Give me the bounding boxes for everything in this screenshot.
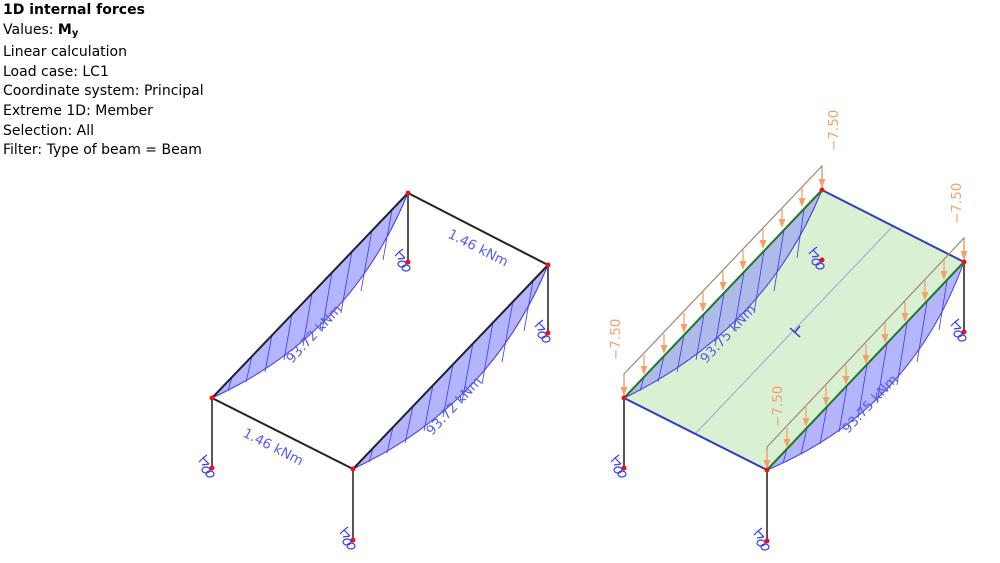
- coordinate-system-line: Coordinate system: Principal: [3, 83, 204, 100]
- node: [961, 329, 967, 335]
- calculation-line: Linear calculation: [3, 44, 127, 61]
- extreme-line: Extreme 1D: Member: [3, 102, 153, 119]
- beam: [407, 192, 549, 266]
- node: [621, 395, 627, 401]
- values-subscript: y: [71, 27, 79, 39]
- panel-title: 1D internal forces: [3, 2, 145, 18]
- node: [545, 262, 551, 268]
- moment-hatch: [368, 280, 534, 463]
- values-label: Values:: [3, 21, 58, 38]
- beam: [211, 397, 354, 470]
- moment-hatch: [782, 280, 948, 464]
- beam: [623, 189, 823, 399]
- node: [405, 190, 411, 196]
- slab-edge: [821, 189, 965, 263]
- node: [405, 259, 411, 265]
- load-value-label: −7.50: [608, 319, 624, 360]
- beam: [352, 264, 549, 470]
- left-model: 93.72 kNm 93.72 kNm 1.46 kNm 1.46 kNm: [198, 190, 551, 550]
- node: [764, 538, 770, 544]
- beam: [211, 192, 409, 399]
- node: [819, 187, 825, 193]
- load-value-label: −7.50: [770, 386, 786, 427]
- moment-hatch: [639, 208, 805, 392]
- node: [819, 257, 825, 263]
- node: [350, 466, 356, 472]
- selection-line: Selection: All: [3, 122, 95, 139]
- filter-line: Filter: Type of beam = Beam: [3, 142, 202, 159]
- node: [209, 465, 215, 471]
- node: [621, 465, 627, 471]
- beam: [766, 261, 965, 471]
- info-panel: 1D internal forces Values: My Linear cal…: [3, 1, 204, 161]
- moment-label: 1.46 kNm: [445, 226, 511, 270]
- node: [545, 330, 551, 336]
- load-value-label: −7.50: [826, 110, 842, 151]
- values-line: Values: My: [3, 21, 204, 44]
- node: [961, 259, 967, 265]
- slab-axis: [694, 225, 894, 435]
- load-value-label: −7.50: [949, 183, 965, 224]
- moment-label: 1.46 kNm: [240, 425, 306, 469]
- node: [209, 395, 215, 401]
- values-symbol: M: [57, 21, 72, 38]
- node: [764, 467, 770, 473]
- load-case-line: Load case: LC1: [3, 63, 109, 80]
- slab-axis-arrow: [789, 325, 801, 338]
- moment-hatch: [227, 209, 393, 392]
- node: [350, 537, 356, 543]
- right-model: 93.75 kNm 93.75 kNm −7.50 −7.50 −7.50 −7…: [608, 110, 969, 551]
- slab-edge: [623, 397, 768, 471]
